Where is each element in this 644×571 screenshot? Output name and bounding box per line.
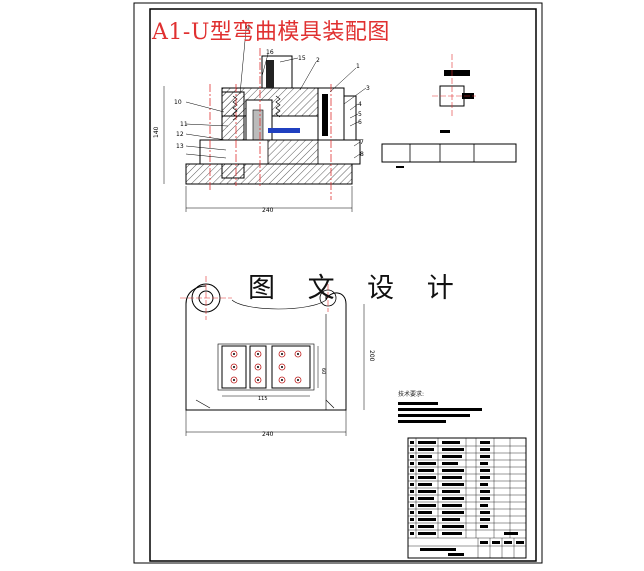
side-view bbox=[381, 54, 517, 168]
part-no-2: 2 bbox=[316, 57, 320, 64]
drawing-title: A1-U型弯曲模具装配图 bbox=[152, 20, 390, 45]
plan-screw-holes bbox=[230, 350, 302, 384]
part-no-12: 12 bbox=[176, 131, 184, 138]
plan-inner-height-dim: 60 bbox=[320, 368, 326, 374]
strip-layout bbox=[381, 143, 517, 163]
part-no-13: 13 bbox=[176, 143, 184, 150]
part-no-1: 1 bbox=[356, 63, 360, 70]
part-no-6: 6 bbox=[358, 119, 362, 126]
part-no-11: 11 bbox=[180, 121, 188, 128]
watermark-text: 图 文 设 计 bbox=[248, 273, 466, 304]
plan-view bbox=[180, 276, 365, 436]
part-no-5: 5 bbox=[358, 111, 362, 118]
tech-notes-lines bbox=[398, 402, 482, 423]
inner-border bbox=[149, 8, 537, 562]
guide-post-dark bbox=[322, 94, 328, 136]
leader-lines bbox=[185, 29, 367, 159]
part-no-10: 10 bbox=[174, 99, 182, 106]
shank-fill bbox=[266, 60, 274, 88]
plan-inner-width-dim: 115 bbox=[258, 396, 268, 402]
front-height-dim: 140 bbox=[153, 126, 160, 138]
part-no-9: 9 bbox=[246, 25, 250, 32]
front-width-dim: 240 bbox=[262, 207, 274, 214]
plan-height-dim: 200 bbox=[368, 350, 375, 362]
parts-list-table bbox=[407, 437, 527, 559]
tech-notes-title: 技术要求: bbox=[398, 391, 425, 398]
plan-block-right bbox=[271, 345, 311, 389]
workpiece bbox=[268, 128, 300, 133]
side-top-bar bbox=[444, 70, 470, 76]
part-no-16: 16 bbox=[266, 49, 274, 56]
lower-die-base bbox=[185, 163, 353, 185]
part-no-3: 3 bbox=[366, 85, 370, 92]
part-no-4: 4 bbox=[358, 101, 362, 108]
part-no-7: 7 bbox=[360, 139, 364, 146]
front-view bbox=[163, 29, 367, 212]
part-no-15: 15 bbox=[298, 55, 306, 62]
part-no-8: 8 bbox=[360, 151, 364, 158]
plan-width-dim: 240 bbox=[262, 431, 274, 438]
die-insert bbox=[267, 139, 319, 165]
plan-outline bbox=[185, 285, 347, 411]
outer-border bbox=[133, 2, 543, 564]
